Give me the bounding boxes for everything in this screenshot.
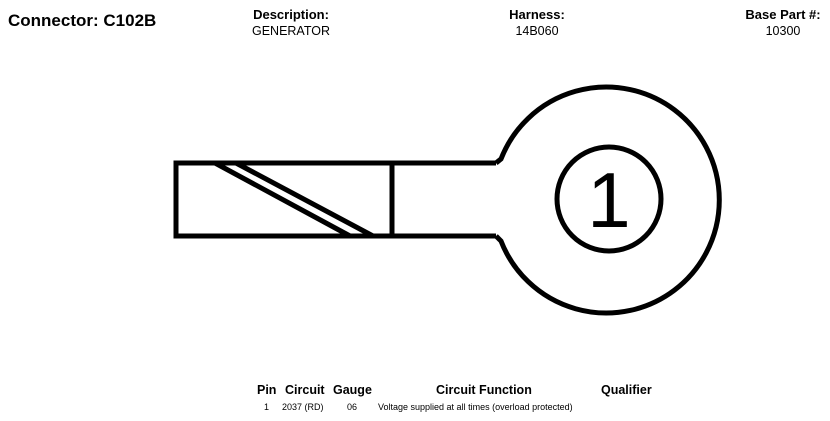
row-gauge: 06 [347, 402, 358, 412]
ring-terminal-eyelet [494, 84, 722, 316]
harness-value: 14B060 [515, 24, 559, 38]
row-pin: 1 [264, 402, 270, 412]
barrel-stripe-2 [234, 160, 375, 239]
col-header-qualifier: Qualifier [601, 383, 652, 397]
barrel-stripe-1 [213, 160, 352, 239]
col-header-circuit: Circuit [285, 383, 325, 397]
harness-block: Harness: 14B060 [487, 7, 587, 40]
row-function: Voltage supplied at all times (overload … [378, 402, 573, 412]
pin-marker-circle [554, 144, 664, 254]
connector-title: Connector: C102B [8, 11, 157, 30]
col-header-gauge: Gauge [333, 383, 372, 397]
base-part-label: Base Part #: [745, 7, 821, 22]
base-part-value: 10300 [765, 24, 801, 38]
terminal-barrel [173, 160, 395, 239]
description-value: GENERATOR [251, 24, 331, 38]
col-header-pin: Pin [257, 383, 277, 397]
harness-label: Harness: [509, 7, 565, 22]
description-label: Description: [253, 7, 329, 22]
col-header-function: Circuit Function [436, 383, 532, 397]
row-circuit: 2037 (RD) [282, 402, 324, 412]
pin-number-label: 1 [587, 156, 630, 244]
base-part-block: Base Part #: 10300 [733, 7, 830, 40]
description-block: Description: GENERATOR [230, 7, 352, 40]
